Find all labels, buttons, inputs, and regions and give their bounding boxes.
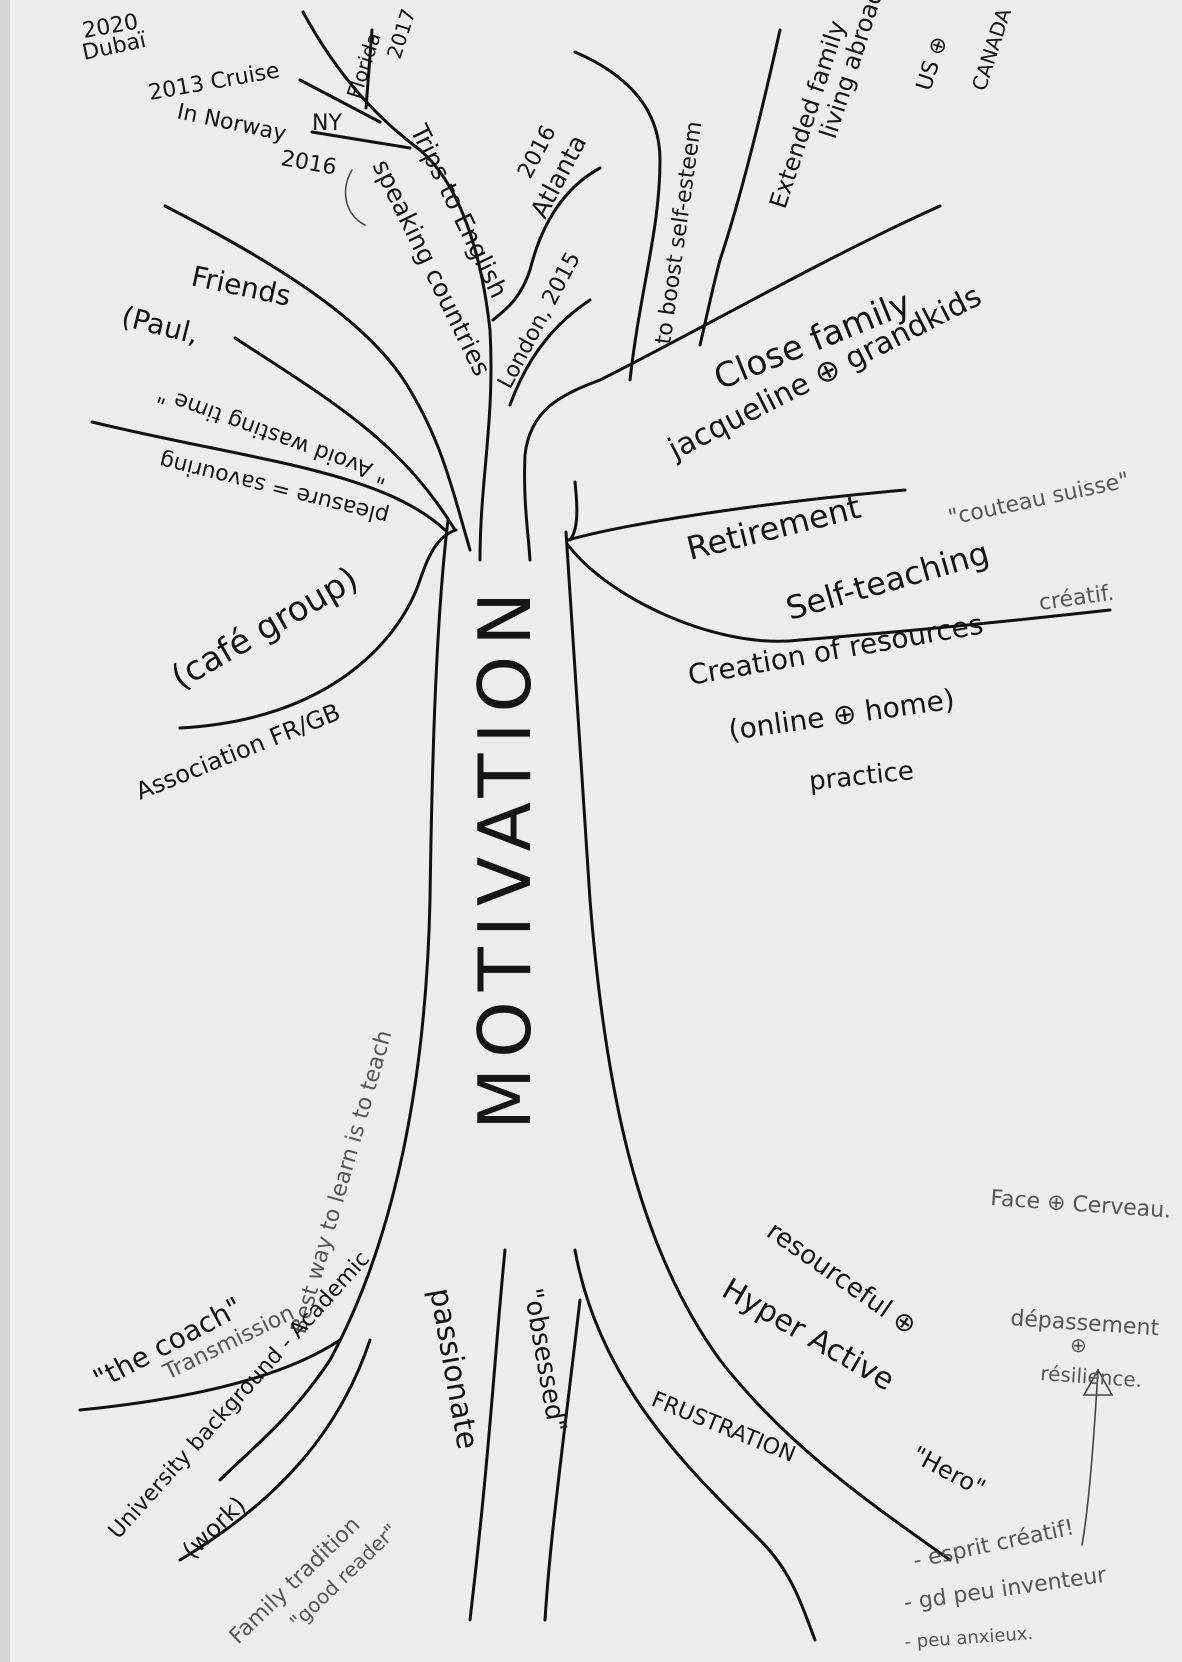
- branch-retirement: [568, 480, 579, 542]
- branch-pleasure: [90, 420, 447, 532]
- branch-extended-family: [698, 28, 782, 347]
- branch-florida-twig: [364, 28, 374, 110]
- trunk-right-line: [564, 530, 952, 1562]
- branch-avoid: [233, 336, 457, 532]
- resilience-arrowhead: [1082, 1368, 1114, 1396]
- trip-ny: NY: [312, 111, 342, 136]
- branch-friends: [163, 204, 472, 552]
- branch-london: [508, 298, 592, 407]
- branch-self-esteem: [573, 50, 662, 382]
- root-university: [178, 1338, 372, 1562]
- branch-cruise-twig: [298, 78, 382, 124]
- branch-trips: [301, 10, 493, 562]
- root-passionate: [468, 1248, 507, 1622]
- root-obsessed: [543, 1298, 582, 1622]
- branch-close-family: [523, 204, 942, 562]
- paper-left-edge: [0, 0, 10, 1662]
- root-coach: [78, 1338, 342, 1412]
- trunk-title: MOTIVATION: [463, 582, 547, 1130]
- resilience-arrow: [1081, 1369, 1099, 1546]
- root-plus-label: ⊕: [1070, 1333, 1087, 1357]
- branch-cafe: [178, 528, 458, 730]
- branch-atlanta: [491, 166, 602, 322]
- root-frustration: [573, 1248, 817, 1642]
- branch-retirement-main: [566, 488, 907, 542]
- cafe-bracket: [344, 169, 366, 226]
- trunk-left-line: [218, 518, 450, 1482]
- branch-ny-twig: [310, 130, 412, 150]
- branch-self-teaching: [566, 543, 1112, 643]
